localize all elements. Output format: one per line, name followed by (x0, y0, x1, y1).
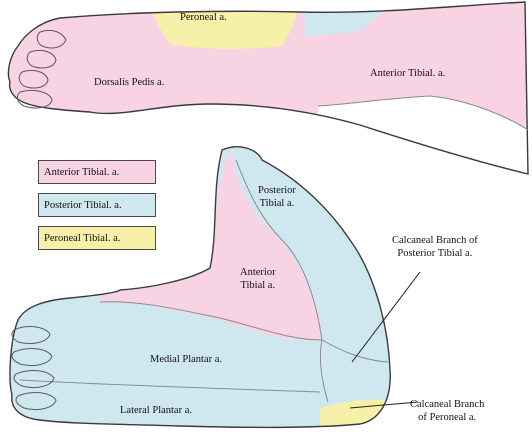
legend-label: Posterior Tibial. a. (44, 200, 122, 211)
label-calcaneal-posterior: Calcaneal Branch of Posterior Tibial a. (392, 234, 478, 260)
label-lateral-plantar: Lateral Plantar a. (120, 404, 192, 417)
label-anterior-tibial-top: Anterior Tibial. a. (370, 67, 445, 80)
label-peroneal: Peroneal a. (180, 11, 227, 24)
legend-item-anterior-tibial: Anterior Tibial. a. (38, 160, 156, 184)
label-medial-plantar: Medial Plantar a. (150, 353, 222, 366)
legend-label: Anterior Tibial. a. (44, 167, 119, 178)
top-foot-view (0, 0, 532, 180)
label-anterior-tibial-bottom: Anterior Tibial a. (240, 266, 276, 292)
label-dorsalis-pedis: Dorsalis Pedis a. (94, 76, 164, 89)
legend-label: Peroneal Tibial. a. (44, 233, 120, 244)
label-calcaneal-peroneal: Calcaneal Branch of Peroneal a. (410, 398, 484, 424)
legend-item-posterior-tibial: Posterior Tibial. a. (38, 193, 156, 217)
legend: Anterior Tibial. a. Posterior Tibial. a.… (38, 160, 156, 259)
top-peroneal-region (150, 0, 300, 49)
label-posterior-tibial: Posterior Tibial a. (258, 184, 296, 210)
legend-item-peroneal: Peroneal Tibial. a. (38, 226, 156, 250)
